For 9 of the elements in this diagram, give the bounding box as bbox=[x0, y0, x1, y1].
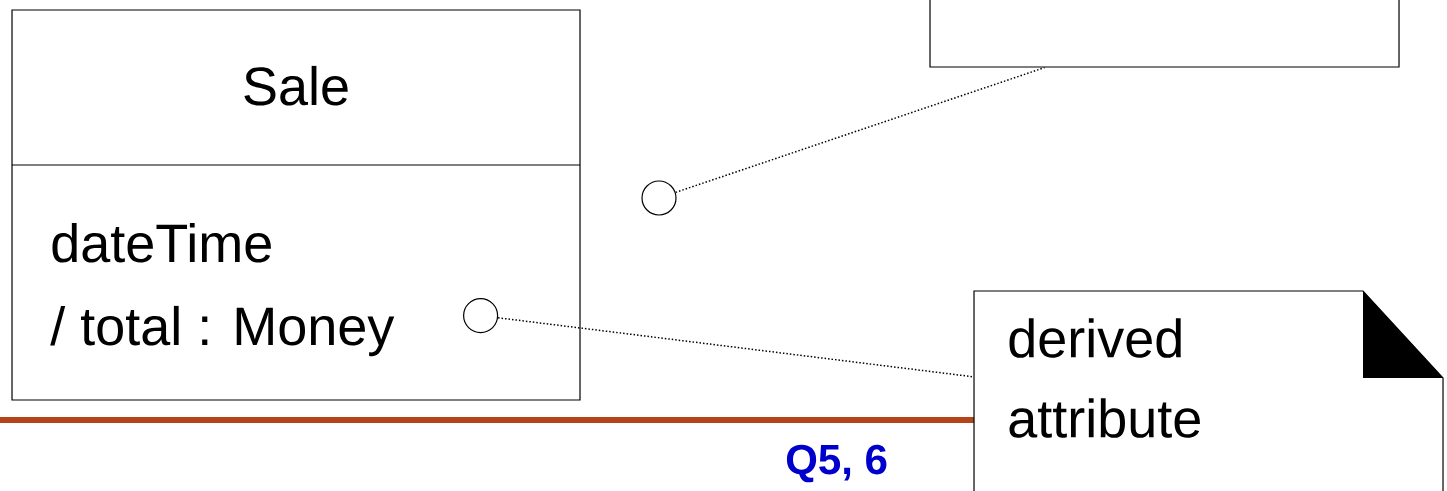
leader-line bbox=[674, 66, 1046, 194]
node-label: derived attribute bbox=[1009, 318, 1200, 438]
circle bbox=[641, 180, 677, 216]
slide-number: Q5, 6 bbox=[786, 444, 887, 483]
note-box: derived attribute bbox=[973, 290, 1444, 491]
box bbox=[929, 0, 1400, 68]
circle bbox=[463, 298, 499, 334]
class-box: Sale dateTime / total : Money bbox=[11, 9, 581, 401]
leader-line bbox=[497, 317, 975, 378]
